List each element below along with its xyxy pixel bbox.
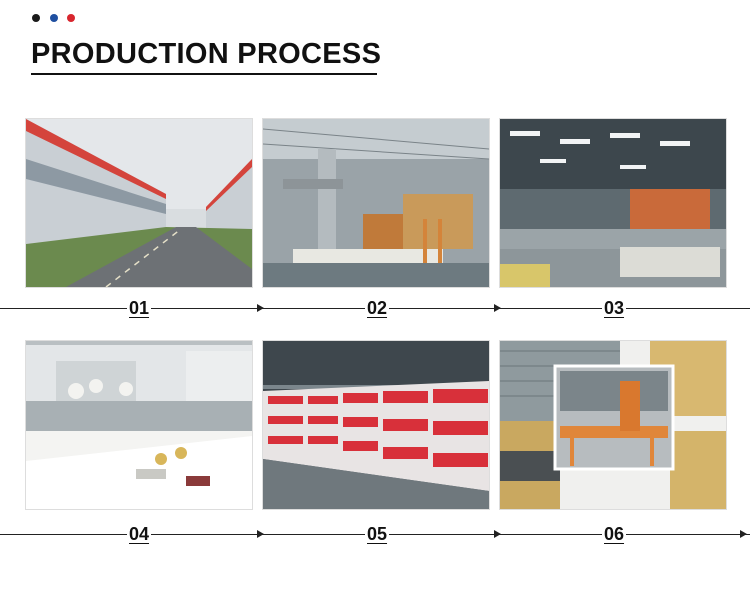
factory-exterior-image [26, 119, 252, 287]
testing-laboratory-image [26, 341, 252, 509]
step-number-01: 01 [127, 298, 152, 318]
arrow-right-icon [494, 304, 501, 312]
step-number-04: 04 [127, 524, 152, 544]
step-02-photo [263, 119, 489, 287]
arrow-right-icon [257, 304, 264, 312]
step-01-photo [26, 119, 252, 287]
step-03-photo [500, 119, 726, 287]
title-underline [31, 73, 377, 75]
header-dot-red [67, 14, 75, 22]
arrow-right-icon [740, 530, 747, 538]
rock-wool-boards-cutting-image [500, 341, 726, 509]
header-dot-black [32, 14, 40, 22]
step-04-photo [26, 341, 252, 509]
step-number-02: 02 [365, 298, 390, 318]
step-06-photo [500, 341, 726, 509]
step-05-photo [263, 341, 489, 509]
packaged-rock-wool-stacks-image [263, 341, 489, 509]
arrow-right-icon [257, 530, 264, 538]
conveyor-production-line-image [500, 119, 726, 287]
step-number-05: 05 [365, 524, 390, 544]
step-number-03: 03 [602, 298, 627, 318]
arrow-right-icon [494, 530, 501, 538]
fiber-production-line-image [263, 119, 489, 287]
header-dot-blue [50, 14, 58, 22]
step-number-06: 06 [602, 524, 627, 544]
page-title: PRODUCTION PROCESS [31, 38, 382, 70]
